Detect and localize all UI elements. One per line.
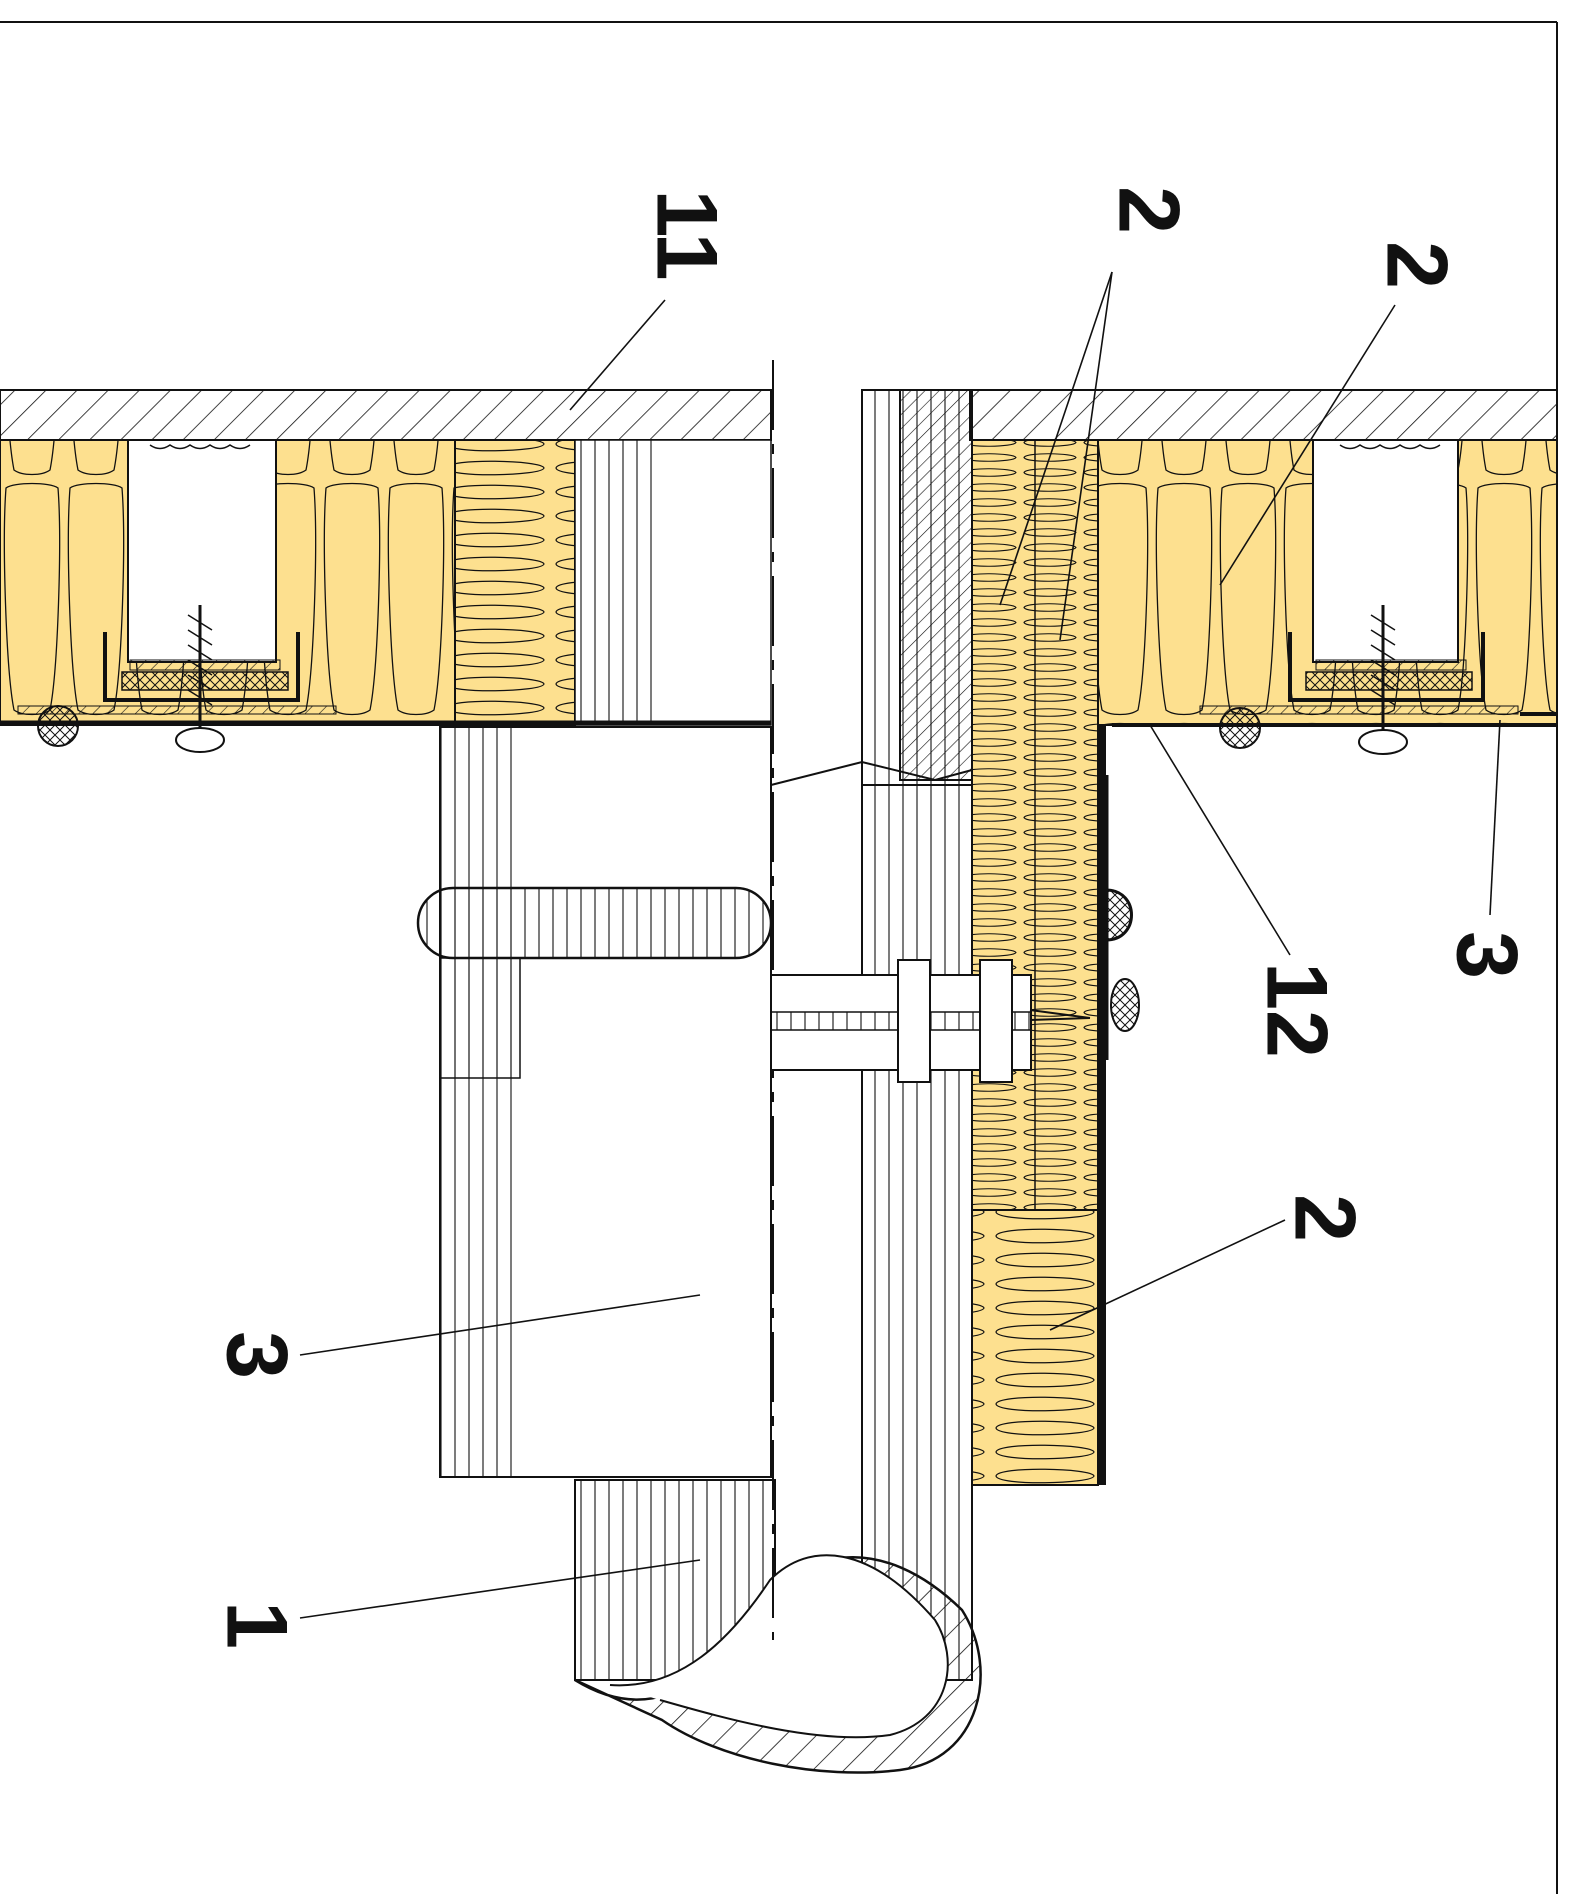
ceiling-slab: [0, 389, 1558, 441]
drawing-frame: [0, 21, 1558, 1894]
callout-3-right: 3: [1438, 931, 1534, 979]
callout-1: 1: [208, 1601, 304, 1649]
ceiling-profile-left: [17, 439, 337, 753]
callout-labels: 11 2 2 2 3 12 3 1: [208, 186, 1534, 1649]
callout-3-left: 3: [208, 1331, 304, 1379]
pipe-insulation-sleeve: [416, 726, 773, 1478]
callout-2-lower: 2: [1276, 1194, 1372, 1242]
ceiling-insulation-left: [0, 439, 772, 726]
callout-2-upper: 2: [1100, 186, 1196, 234]
callout-2-right: 2: [1368, 241, 1464, 289]
ceiling-profile-right: [1199, 439, 1519, 755]
pipe: [574, 389, 982, 1774]
callout-11: 11: [638, 190, 734, 281]
pipe-clamp: [770, 775, 1140, 1083]
leader-lines: [299, 271, 1501, 1619]
callout-12: 12: [1248, 962, 1344, 1058]
